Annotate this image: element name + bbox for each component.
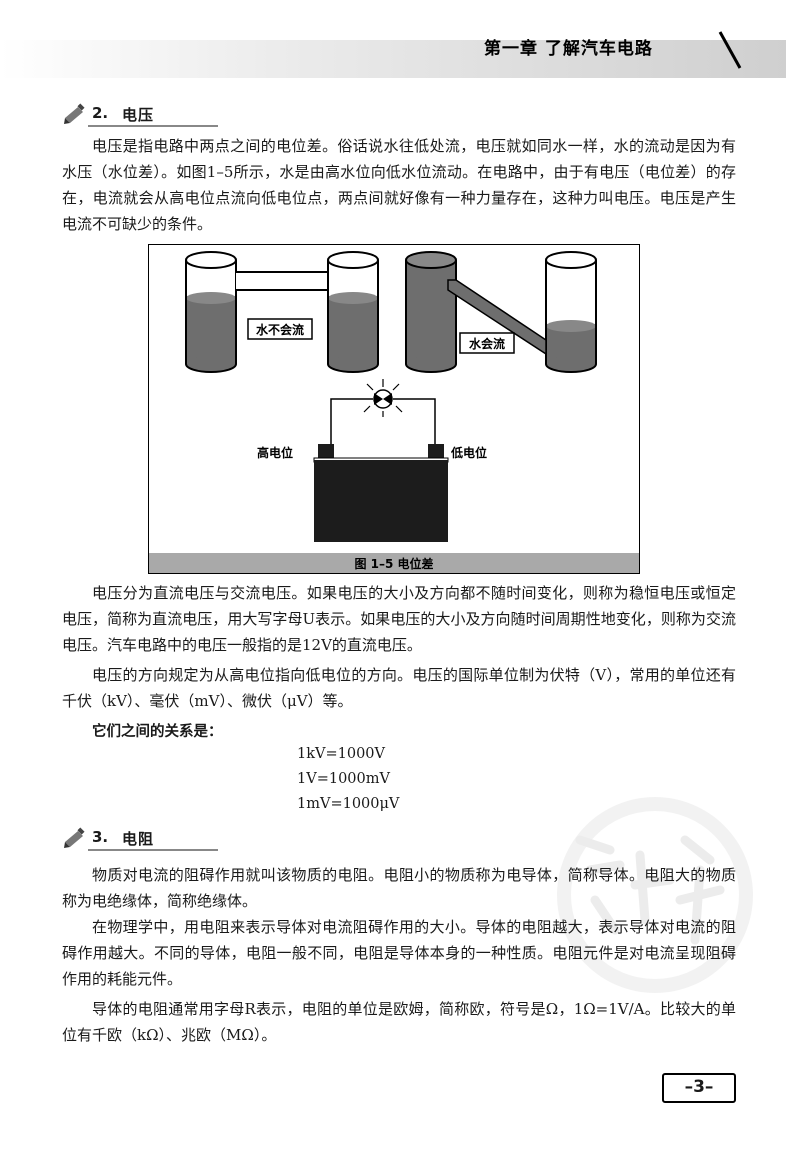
resistance-paragraph-3: 导体的电阻通常用字母R表示，电阻的单位是欧姆，简称欧，符号是Ω，1Ω=1V/A。… xyxy=(62,1000,736,1044)
section-underline xyxy=(88,849,218,851)
equation-3: 1mV=1000μV xyxy=(297,796,400,812)
section-heading-resistance: 3. 电阻 xyxy=(62,825,222,851)
voltage-paragraph-2: 电压分为直流电压与交流电压。如果电压的大小及方向都不随时间变化，则称为稳恒电压或… xyxy=(62,584,736,654)
right-cylinders xyxy=(405,251,597,373)
figure-caption: 图 1–5 电位差 xyxy=(354,556,433,571)
page-number: –3– xyxy=(684,1077,714,1097)
voltage-paragraph-1: 电压是指电路中两点之间的电位差。俗话说水往低处流，电压就如同水一样，水的流动是因… xyxy=(62,137,736,233)
equation-2: 1V=1000mV xyxy=(297,771,390,787)
pencil-icon xyxy=(64,103,85,124)
section-heading-voltage: 2. 电压 xyxy=(62,101,222,127)
chapter-title: 第一章 了解汽车电路 xyxy=(484,39,653,59)
battery xyxy=(313,444,449,542)
relation-label: 它们之间的关系是： xyxy=(92,724,223,740)
label-high-potential: 高电位 xyxy=(257,445,293,460)
label-low-potential: 低电位 xyxy=(450,445,487,460)
page-number-box: –3– xyxy=(662,1073,736,1103)
lamp-circuit xyxy=(330,379,436,444)
header-slash-decoration xyxy=(718,31,742,69)
section-title: 电阻 xyxy=(122,830,155,848)
label-no-flow: 水不会流 xyxy=(256,322,304,337)
equation-1: 1kV=1000V xyxy=(297,746,386,762)
header-band xyxy=(0,40,786,78)
figure-illustration: 水不会流 水会流 高电位 低电位 xyxy=(148,244,640,574)
left-cylinders xyxy=(185,251,379,373)
label-flow: 水会流 xyxy=(469,336,505,351)
section-number: 2. xyxy=(92,104,109,122)
voltage-paragraph-3: 电压的方向规定为从高电位指向低电位的方向。电压的国际单位制为伏特（V），常用的单… xyxy=(62,666,736,710)
section-underline xyxy=(88,125,218,127)
resistance-paragraph-1: 物质对电流的阻碍作用就叫该物质的电阻。电阻小的物质称为电导体，简称导体。电阻大的… xyxy=(62,866,736,910)
figure-potential-difference: 水不会流 水会流 高电位 低电位 xyxy=(148,244,640,574)
resistance-paragraph-2: 在物理学中，用电阻来表示导体对电流阻碍作用的大小。导体的电阻越大，表示导体对电流… xyxy=(62,918,736,988)
watermark-seal xyxy=(557,797,753,993)
section-title: 电压 xyxy=(122,106,155,124)
section-number: 3. xyxy=(92,828,109,846)
pencil-icon xyxy=(64,827,85,848)
